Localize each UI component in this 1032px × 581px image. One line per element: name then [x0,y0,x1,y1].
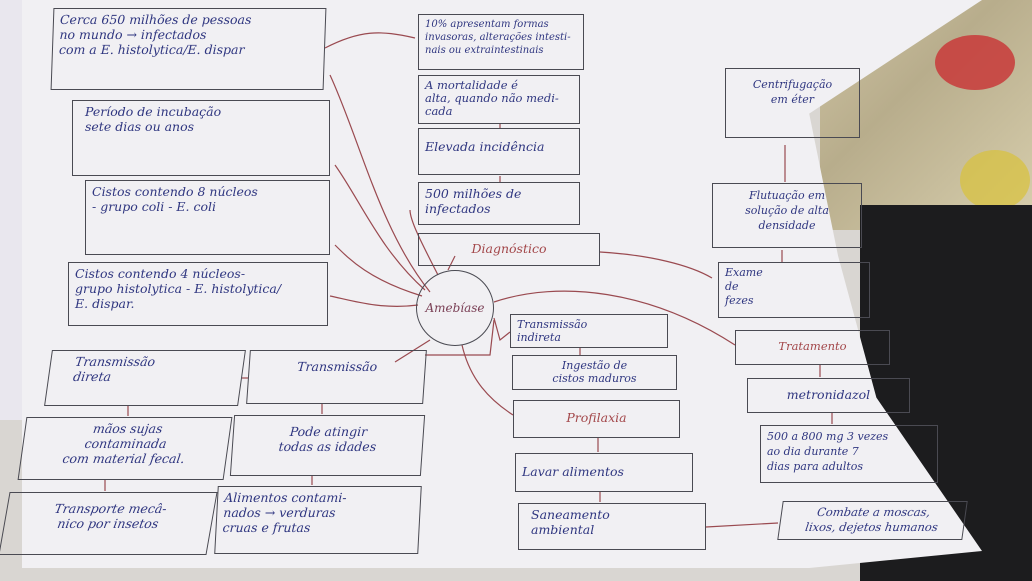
box-incubacao: Período de incubação sete dias ou anos [72,100,330,176]
arrow-to-tratamento [493,290,736,346]
box-alimentos-contaminados: Alimentos contami- nados → verduras crua… [214,486,422,554]
box-saneamento-ambiental: Saneamento ambiental [518,503,706,550]
box-mortalidade: A mortalidade é alta, quando não medi- c… [418,75,580,124]
cloth-flower-pattern [935,35,1015,90]
box-combate-moscas: Combate a moscas, lixos, dejetos humanos [777,501,968,540]
center-node-amebiase: Amebíase [416,270,494,346]
box-pode-atingir: Pode atingir todas as idades [229,415,426,476]
arrow-diagnostico-to-exame [599,251,713,279]
box-metronidazol: metronidazol [747,378,910,413]
box-diagnostico: Diagnóstico [418,233,600,266]
arrow-to-diagnostico [447,255,456,271]
mind-map-paper [22,0,982,568]
box-transporte-mecanico: Transporte mecâ- nico por insetos [0,492,218,555]
arrow-650-to-10pct [324,32,416,49]
arrow-saneamento-combate [705,522,779,528]
box-profilaxia: Profilaxia [513,400,680,438]
arrow-to-cistos8 [334,244,423,297]
arrow-to-indireta [493,317,511,342]
box-lavar-alimentos: Lavar alimentos [515,453,693,492]
box-elevada-incidencia: Elevada incidência [418,128,580,175]
box-650-milhoes: Cerca 650 milhões de pessoas no mundo → … [50,8,327,90]
box-exame-de-fezes: Exame de fezes [718,262,870,318]
arrow-to-transmissao [394,339,431,363]
box-flutuacao: Flutuação em solução de alta densidade [712,183,862,248]
box-cistos-8-nucleos: Cistos contendo 8 núcleos - grupo coli -… [85,180,330,255]
box-transmissao: Transmissão [246,350,427,404]
arrow-to-cistos4 [329,295,419,307]
box-cistos-4-nucleos: Cistos contendo 4 núcleos- grupo histoly… [68,262,328,326]
box-500-milhoes: 500 milhões de infectados [418,182,580,225]
box-dose-metronidazol: 500 a 800 mg 3 vezes ao dia durante 7 di… [760,425,938,483]
box-tratamento: Tratamento [735,330,890,365]
arrow-to-650 [329,74,431,293]
box-ingestao-cistos: Ingestão de cistos maduros [512,355,677,390]
box-transmissao-indireta: Transmissão indireta [510,314,668,348]
box-centrifugacao: Centrifugação em éter [725,68,860,138]
box-maos-sujas: mãos sujas contaminada com material feca… [17,417,233,480]
box-10-porcento: 10% apresentam formas invasoras, alteraç… [418,14,584,70]
line-transmissao-right [425,319,495,356]
arrow-to-incubacao [334,164,426,291]
box-transmissao-direta: Transmissão direta [44,350,246,406]
cloth-yellow-pattern [960,150,1030,210]
